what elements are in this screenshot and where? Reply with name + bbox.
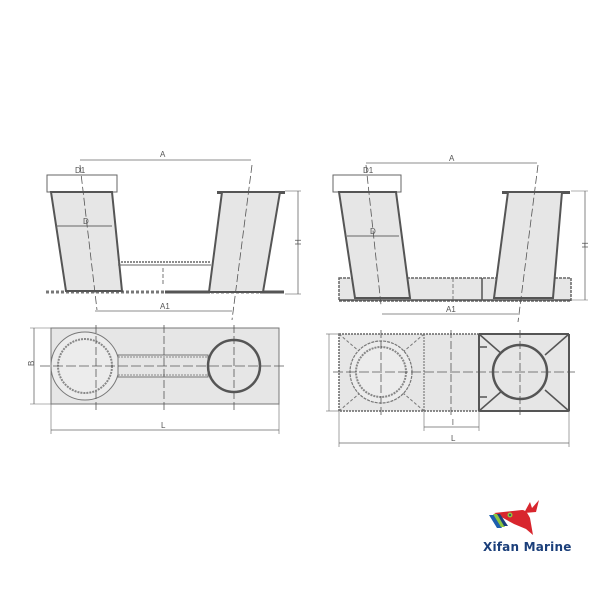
- dim-label-d: D: [370, 227, 376, 236]
- right-elevation-view: [332, 162, 588, 323]
- dim-label-a: A: [449, 154, 455, 163]
- right-plan-view: [326, 330, 575, 447]
- dim-label-d1: D1: [75, 166, 86, 175]
- dim-label-l-small: l: [452, 418, 454, 427]
- dim-label-h: H: [581, 242, 590, 248]
- dim-label-l: L: [161, 421, 166, 430]
- dim-label-b: B: [27, 361, 36, 366]
- dim-label-a1: A1: [160, 302, 170, 311]
- dim-label-a1: A1: [446, 305, 456, 314]
- dim-label-l: L: [451, 434, 456, 443]
- brand-logo-icon: [489, 500, 539, 535]
- dim-label-h: H: [294, 239, 303, 245]
- dim-label-a: A: [160, 150, 166, 159]
- dim-label-d: D: [83, 217, 89, 226]
- left-plan-view: [30, 325, 285, 434]
- brand-name: Xifan Marine: [483, 540, 572, 554]
- left-elevation-view: [46, 159, 301, 321]
- dim-label-d1: D1: [363, 166, 374, 175]
